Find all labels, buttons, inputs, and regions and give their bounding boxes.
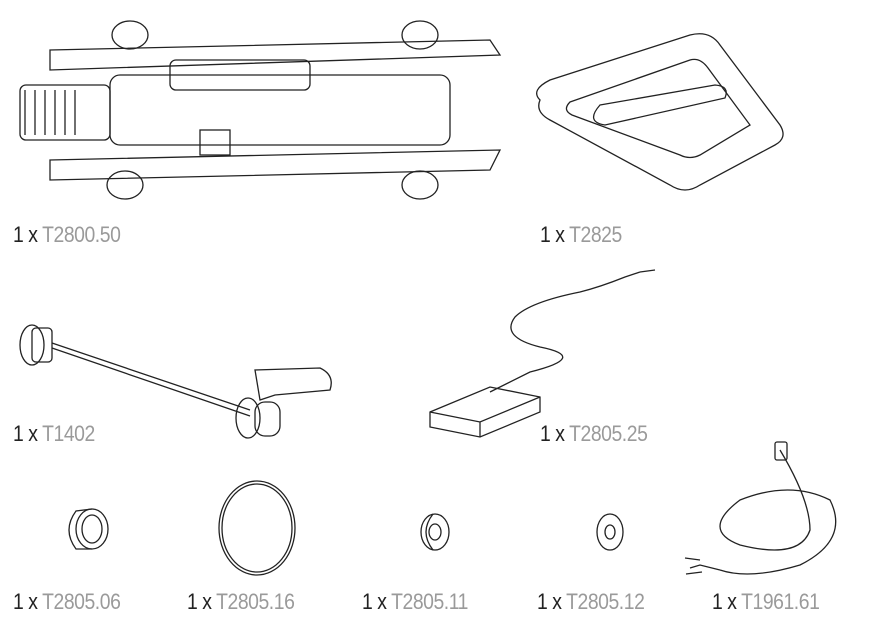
power-adapter-illustration bbox=[429, 269, 656, 438]
part-code: T2805.12 bbox=[566, 589, 645, 614]
part-qty: 1 x bbox=[540, 222, 565, 247]
part-qty: 1 x bbox=[13, 421, 38, 446]
o-ring-illustration bbox=[218, 480, 296, 576]
part-code: T2800.50 bbox=[42, 222, 121, 247]
riser-block-illustration bbox=[536, 33, 784, 191]
part-code: T1402 bbox=[42, 421, 95, 446]
part-qty: 1 x bbox=[540, 421, 565, 446]
cable-illustration bbox=[684, 441, 837, 575]
part-code: T2805.16 bbox=[216, 589, 295, 614]
washer-thick-illustration bbox=[420, 513, 450, 551]
part-code: T1961.61 bbox=[741, 589, 820, 614]
part-qty: 1 x bbox=[537, 589, 562, 614]
spacer-illustration bbox=[68, 508, 109, 550]
part-qty: 1 x bbox=[187, 589, 212, 614]
part-code: T2805.11 bbox=[391, 589, 468, 614]
washer-thin-illustration bbox=[596, 513, 624, 551]
part-qty: 1 x bbox=[13, 589, 38, 614]
skewer-illustration bbox=[19, 324, 332, 439]
part-code: T2805.06 bbox=[42, 589, 121, 614]
part-qty: 1 x bbox=[13, 222, 38, 247]
part-qty: 1 x bbox=[362, 589, 387, 614]
trainer-frame-illustration bbox=[19, 20, 502, 200]
part-qty: 1 x bbox=[712, 589, 737, 614]
part-code: T2805.25 bbox=[569, 421, 648, 446]
part-code: T2825 bbox=[569, 222, 622, 247]
